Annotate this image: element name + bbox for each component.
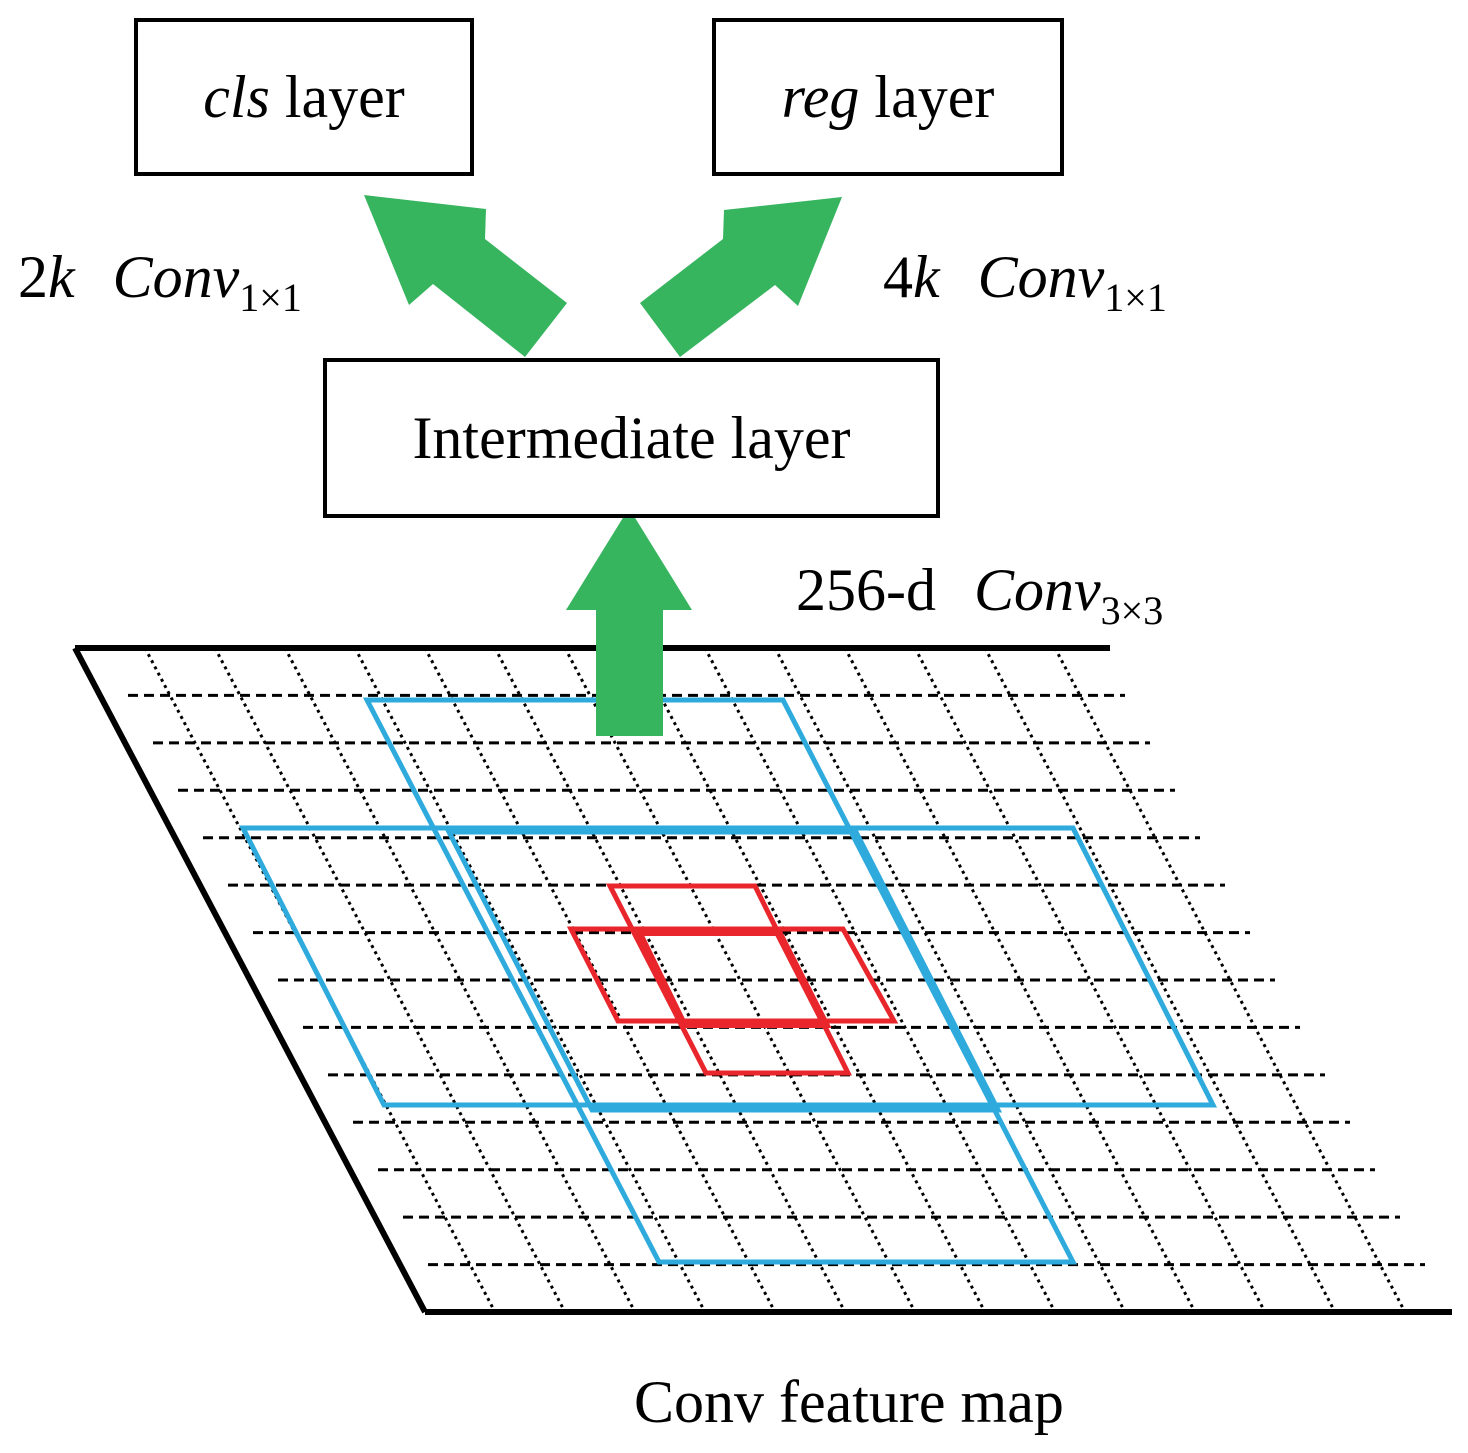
feature-map-caption: Conv feature map [634,1369,1064,1435]
feature-map-grid [72,645,1452,1315]
arrow-to-reg-layer [640,197,842,357]
mid-conv-dim: 256-d [796,557,936,623]
grid-column-line [983,647,1337,1313]
mid-conv-name: Conv [973,557,1101,623]
reg-layer-box: reg layer [712,18,1064,176]
reg-conv-kernel: 1×1 [1104,275,1167,320]
reg-conv-label: 4k Conv1×1 [883,247,1167,318]
grid-column-line [913,647,1267,1313]
cls-layer-box: cls layer [134,18,474,176]
grid-column-line [143,647,497,1313]
cls-conv-k: k [48,244,75,310]
grid-column-line [1053,647,1407,1313]
grid-column-line [773,647,1127,1313]
cls-conv-kernel: 1×1 [239,275,302,320]
feature-map-left-border [72,646,428,1314]
grid-column-line [843,647,1197,1313]
arrow-up-to-intermediate [566,508,692,736]
anchor-box-wide [238,825,1218,1108]
small-anchor-box-square [631,928,832,1028]
small-anchor-box-wide [566,926,899,1024]
grid-column-line [563,647,917,1313]
cls-conv-name: Conv [112,244,240,310]
cls-layer-italic: cls [203,63,270,130]
reg-layer-italic: reg [781,63,860,130]
reg-layer-label: layer [859,63,995,130]
mid-conv-label: 256-d Conv3×3 [796,560,1163,631]
intermediate-layer-box: Intermediate layer [323,358,940,518]
grid-column-line [423,647,777,1313]
reg-conv-number: 4 [883,244,913,310]
arrow-to-cls-layer [364,195,567,357]
intermediate-layer-label: Intermediate layer [412,404,851,471]
cls-conv-number: 2 [18,244,48,310]
grid-column-line [633,647,987,1313]
grid-column-line [493,647,847,1313]
reg-conv-name: Conv [977,244,1105,310]
mid-conv-kernel: 3×3 [1100,588,1164,633]
arrows [364,195,842,736]
grid-column-line [703,647,1057,1313]
grid-column-line [283,647,637,1313]
grid-column-line [213,647,567,1313]
cls-conv-label: 2k Conv1×1 [18,247,302,318]
reg-conv-k: k [913,244,940,310]
grid-column-line [353,647,707,1313]
cls-layer-label: layer [269,63,405,130]
anchor-box-square [444,829,1003,1113]
small-anchor-boxes [566,883,899,1076]
